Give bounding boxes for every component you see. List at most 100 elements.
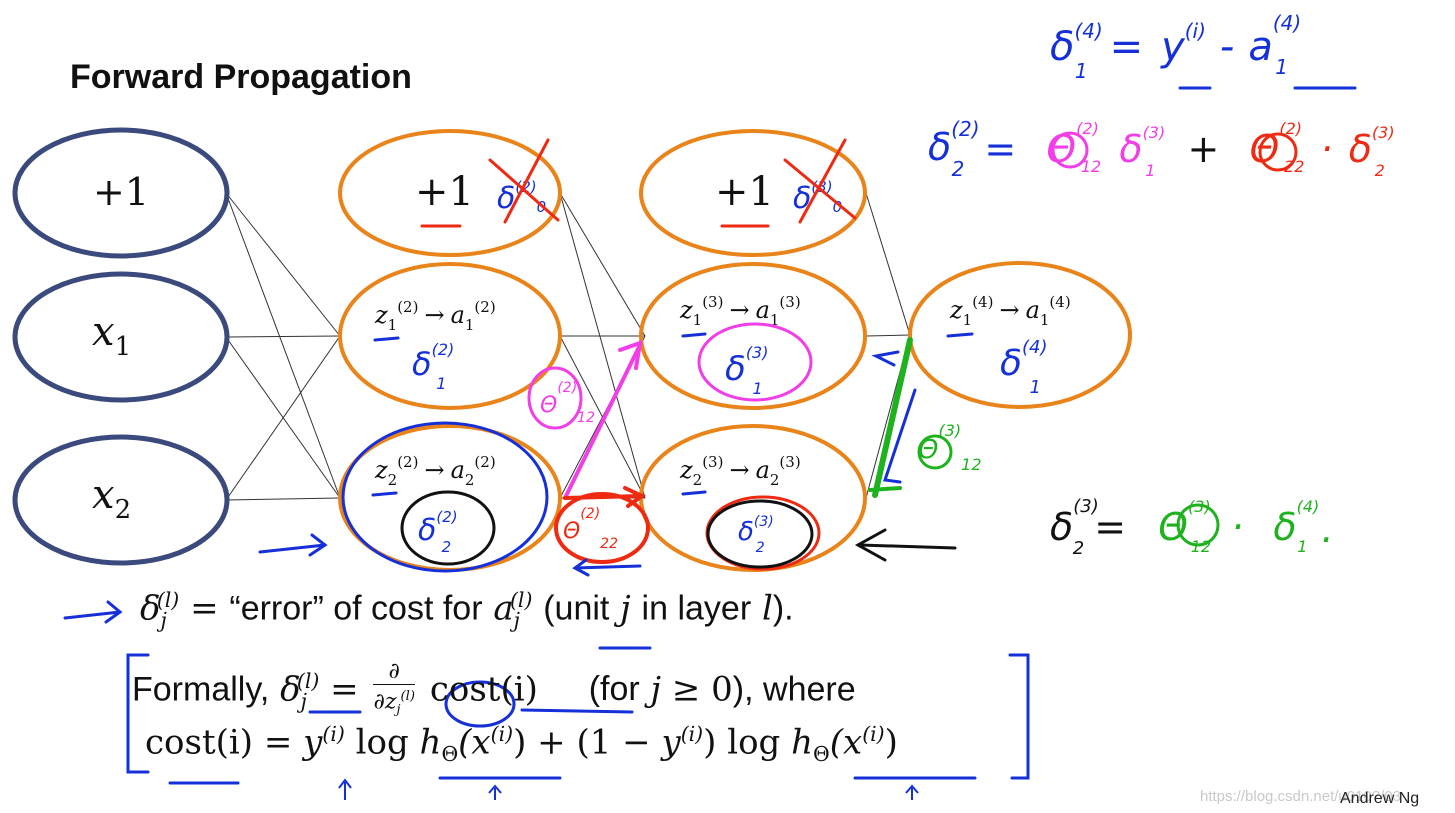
fraction-denominator: ∂zj(l) (373, 685, 415, 723)
cost-x-sup: (i) (862, 722, 885, 746)
cost-h: h (419, 722, 442, 763)
formula-output-unit1: z1(4)→a1(4) (949, 293, 1071, 329)
fraction-den-text: ∂z (373, 689, 397, 715)
cost-equals: = (263, 722, 293, 763)
bracket-left (126, 653, 150, 774)
cost-x: (x (829, 722, 863, 763)
highlight-circle (400, 490, 496, 566)
highlight-circle (444, 680, 516, 728)
arrow-stroke (573, 564, 642, 570)
arrow-head (104, 600, 123, 624)
formula-layer3-unit1: z1(3)→a1(3) (679, 293, 801, 329)
weight-theta2-12: Θ(2)12 (540, 380, 595, 426)
highlight-circle (1176, 503, 1220, 547)
underline (681, 490, 707, 496)
cost-lhs: cost(i) (145, 722, 254, 763)
author-credit: Andrew Ng (1340, 790, 1420, 807)
highlight-circle (527, 366, 583, 430)
formula-layer2-unit1: z1(2)→a1(2) (374, 298, 496, 334)
edge (225, 192, 341, 337)
arrow-head (871, 350, 900, 367)
arrow-stroke (258, 543, 327, 554)
cost-x: (x (458, 722, 491, 763)
formally-delta-sup: (l) (296, 669, 320, 694)
highlight-circle (697, 322, 813, 402)
fraction-numerator: ∂ (373, 660, 416, 685)
node-a1-layer3 (639, 262, 867, 410)
delta-layer3-unit1: δ(3)1 (725, 343, 768, 398)
underline (371, 491, 398, 497)
crossed-delta-layer2: δ(2)0 (497, 178, 546, 216)
definition-equals: = (190, 588, 219, 629)
edge (225, 497, 341, 501)
highlight-circle (917, 434, 953, 470)
cross-out-stroke (488, 158, 560, 222)
cost-log: log (727, 722, 781, 763)
definition-line: δj(l) = “error” of cost for aj(l) (unit … (140, 588, 794, 632)
cost-h-sub: Θ (441, 742, 459, 767)
definition-delta-sub: j (160, 608, 167, 633)
label-bias-layer2: +1 (415, 169, 474, 215)
formally-condition-ge: ≥ 0 (671, 669, 733, 710)
highlight-circle (554, 492, 650, 564)
equation-delta-layer3: δ(3)2= Θ(3)12 · δ(4)1. (1050, 496, 1334, 561)
definition-delta: δ (140, 588, 161, 629)
definition-text: (unit (543, 589, 610, 628)
cross-out-stroke (503, 138, 550, 224)
highlight-circle (341, 421, 549, 573)
cost-y-sup: (i) (322, 722, 345, 746)
cost-plus: + (537, 722, 566, 763)
cost-paren: ) (513, 722, 527, 763)
underline (373, 336, 400, 342)
definition-j: j (620, 588, 631, 629)
crossed-delta-layer3: δ(3)0 (793, 178, 842, 216)
cost-y-sup: (i) (680, 722, 704, 746)
cost-h-sub: Θ (813, 742, 830, 767)
cost-h: h (791, 722, 814, 763)
definition-l: l (761, 588, 773, 629)
cost-y: y (661, 722, 681, 763)
equation-delta-layer2: δ(2)2= Θ(2)12 δ(3)1 + Θ(2)22 · δ(3)2 (928, 117, 1395, 185)
definition-a: a (493, 588, 514, 629)
slide-title: Forward Propagation (70, 58, 412, 96)
node-bias-layer3 (639, 129, 867, 257)
delta-layer3-unit2: δ(3)2 (738, 514, 774, 556)
arrow-stroke (872, 337, 913, 498)
cross-out-stroke (798, 138, 847, 224)
formally-cost: cost(i) (429, 669, 538, 710)
arrow-stroke (883, 388, 917, 484)
equation-delta-output: δ(4)1=y(i)-a(4)1 (1050, 11, 1301, 83)
arrow-head (308, 533, 328, 557)
cost-y: y (303, 722, 323, 763)
edge (559, 192, 646, 337)
formally-delta: δ (280, 669, 301, 710)
formally-condition: ), where (732, 670, 856, 709)
definition-a-sup: (l) (509, 588, 533, 612)
arrow-stroke (63, 610, 122, 620)
weight-theta2-22: Θ(2)22 (563, 506, 618, 552)
fraction-den-sub: j (396, 702, 401, 718)
label-bias-input: +1 (93, 170, 149, 214)
highlight-circle (1258, 132, 1298, 172)
arrow-head (854, 528, 887, 562)
definition-text: in layer (641, 589, 752, 628)
underline (520, 708, 634, 714)
cost-log: log (355, 722, 409, 763)
definition-delta-sup: (l) (156, 588, 180, 612)
formally-condition-j: j (650, 669, 662, 710)
arrow-head (572, 558, 590, 577)
watermark: https://blog.csdn.net/u010?/03 (1200, 788, 1401, 805)
edge (225, 335, 341, 338)
edge (865, 192, 911, 336)
delta-layer2-unit1: δ(2)1 (412, 340, 454, 393)
cost-one-minus: (1 − (576, 722, 651, 763)
cost-line: cost(i) = y(i) log hΘ(x(i)) + (1 − y(i))… (145, 722, 898, 766)
definition-text: “error” of cost for (229, 589, 483, 628)
underline (946, 332, 974, 338)
partial-fraction: ∂ ∂zj(l) (373, 660, 416, 723)
node-bias-input (12, 127, 230, 259)
label-bias-layer3: +1 (715, 169, 774, 215)
fraction-den-sup: (l) (400, 689, 416, 704)
